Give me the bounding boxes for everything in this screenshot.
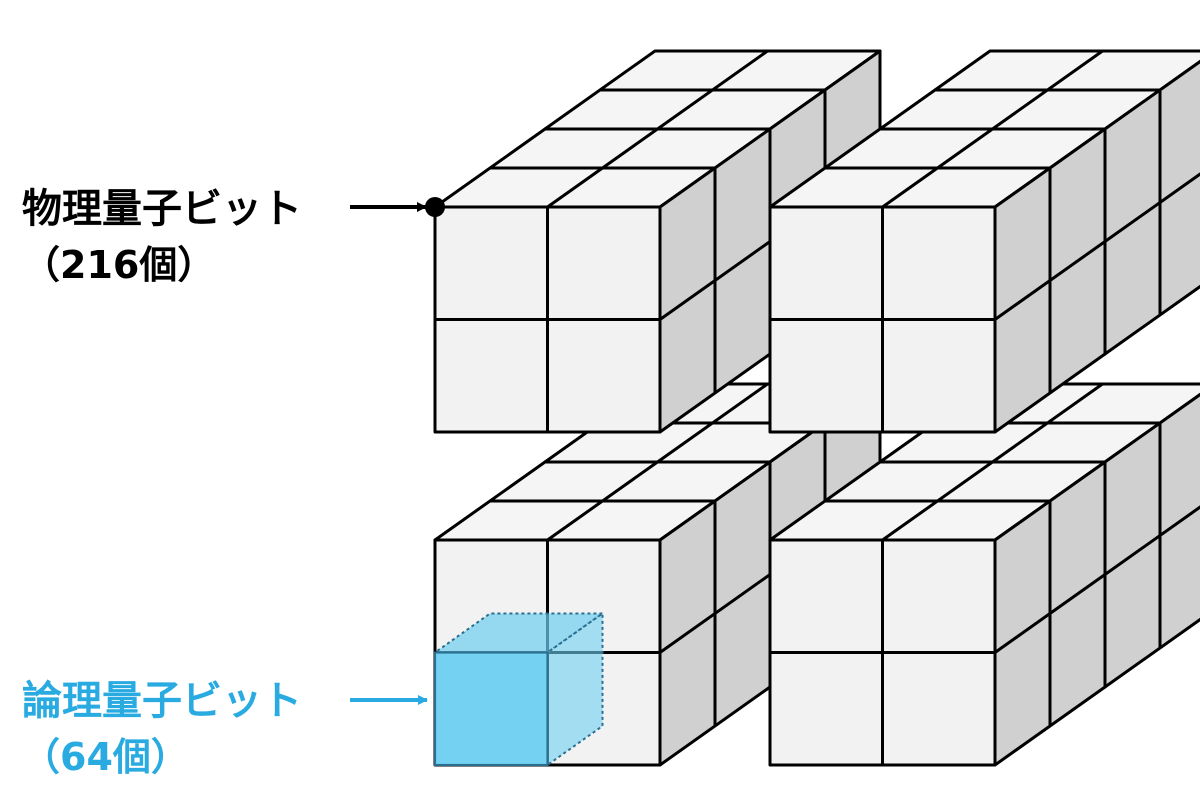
cell-edge [659, 573, 771, 654]
cell-edge [659, 240, 771, 321]
cell-edge [1104, 172, 1200, 243]
cell-edge [994, 240, 1106, 321]
logical-qubit-cube [431, 611, 606, 767]
qubit-block [768, 460, 1107, 767]
qubit-block [433, 127, 772, 434]
cell-edge [1104, 505, 1200, 576]
logical-qubit-label: 論理量子ビット [22, 678, 302, 724]
qubit-block [768, 127, 1107, 434]
logical-qubit-count: （64個） [22, 735, 189, 779]
logical-front-face [434, 651, 549, 766]
physical-qubit-dot [425, 197, 445, 217]
physical-qubit-label: 物理量子ビット [22, 186, 302, 232]
cell-edge [994, 573, 1106, 654]
physical-qubit-count: （216個） [22, 243, 215, 287]
